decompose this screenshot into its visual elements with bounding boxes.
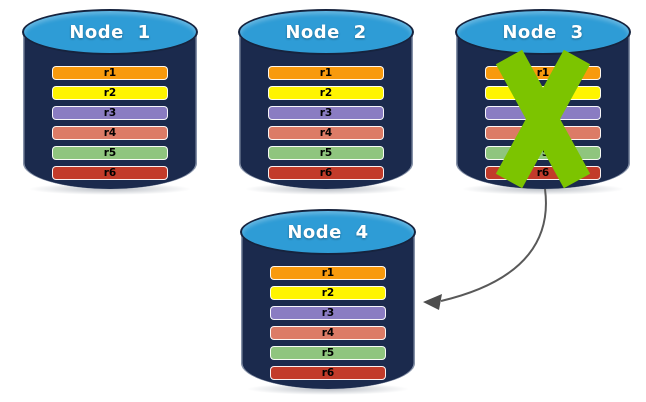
record-label: r4 [319,127,333,139]
record-bar-r5: r5 [268,146,384,160]
record-bar-r4: r4 [485,126,601,140]
record-bar-r4: r4 [268,126,384,140]
record-bar-r6: r6 [52,166,168,180]
record-label: r6 [103,167,117,179]
record-label: r5 [103,147,117,159]
cylinder-top: Node 3 [455,9,631,55]
arrowhead-icon [423,294,442,310]
record-bar-r5: r5 [270,346,386,360]
node-title: Node 2 [285,21,367,43]
cylinder-top: Node 1 [22,9,198,55]
db-node-4: Node 4 r1 r2 r3 r4 r5 r6 [240,209,416,395]
record-label: r3 [321,307,335,319]
record-bar-r5: r5 [52,146,168,160]
record-label: r1 [536,67,550,79]
db-node-2: Node 2 r1 r2 r3 r4 r5 r6 [238,9,414,195]
record-bar-r2: r2 [268,86,384,100]
record-label: r5 [321,347,335,359]
record-label: r3 [103,107,117,119]
record-bar-r6: r6 [485,166,601,180]
record-label: r1 [319,67,333,79]
record-label: r2 [321,287,335,299]
record-label: r2 [319,87,333,99]
record-bar-r2: r2 [485,86,601,100]
record-label: r3 [319,107,333,119]
record-label: r5 [319,147,333,159]
db-node-3: Node 3 r1 r2 r3 r4 r5 r6 [455,9,631,195]
record-bar-r1: r1 [485,66,601,80]
cylinder-top: Node 2 [238,9,414,55]
record-label: r2 [536,87,550,99]
record-bar-r6: r6 [268,166,384,180]
record-bar-r3: r3 [52,106,168,120]
record-bar-r2: r2 [270,286,386,300]
node-title: Node 4 [287,221,369,243]
record-bar-r3: r3 [270,306,386,320]
record-bar-r3: r3 [485,106,601,120]
db-node-1: Node 1 r1 r2 r3 r4 r5 r6 [22,9,198,195]
record-label: r6 [321,367,335,379]
record-stack: r1 r2 r3 r4 r5 r6 [485,66,601,186]
record-stack: r1 r2 r3 r4 r5 r6 [268,66,384,186]
record-bar-r2: r2 [52,86,168,100]
record-label: r3 [536,107,550,119]
node-title: Node 3 [502,21,584,43]
record-label: r6 [319,167,333,179]
record-stack: r1 r2 r3 r4 r5 r6 [52,66,168,186]
node-title: Node 1 [69,21,151,43]
record-bar-r1: r1 [52,66,168,80]
record-label: r4 [103,127,117,139]
record-label: r2 [103,87,117,99]
record-label: r5 [536,147,550,159]
record-bar-r3: r3 [268,106,384,120]
record-bar-r1: r1 [268,66,384,80]
record-bar-r5: r5 [485,146,601,160]
record-label: r4 [321,327,335,339]
record-label: r6 [536,167,550,179]
record-stack: r1 r2 r3 r4 r5 r6 [270,266,386,386]
record-label: r1 [103,67,117,79]
record-label: r1 [321,267,335,279]
failover-arrow [423,188,547,310]
record-bar-r1: r1 [270,266,386,280]
cylinder-top: Node 4 [240,209,416,255]
record-label: r4 [536,127,550,139]
record-bar-r4: r4 [270,326,386,340]
record-bar-r4: r4 [52,126,168,140]
record-bar-r6: r6 [270,366,386,380]
